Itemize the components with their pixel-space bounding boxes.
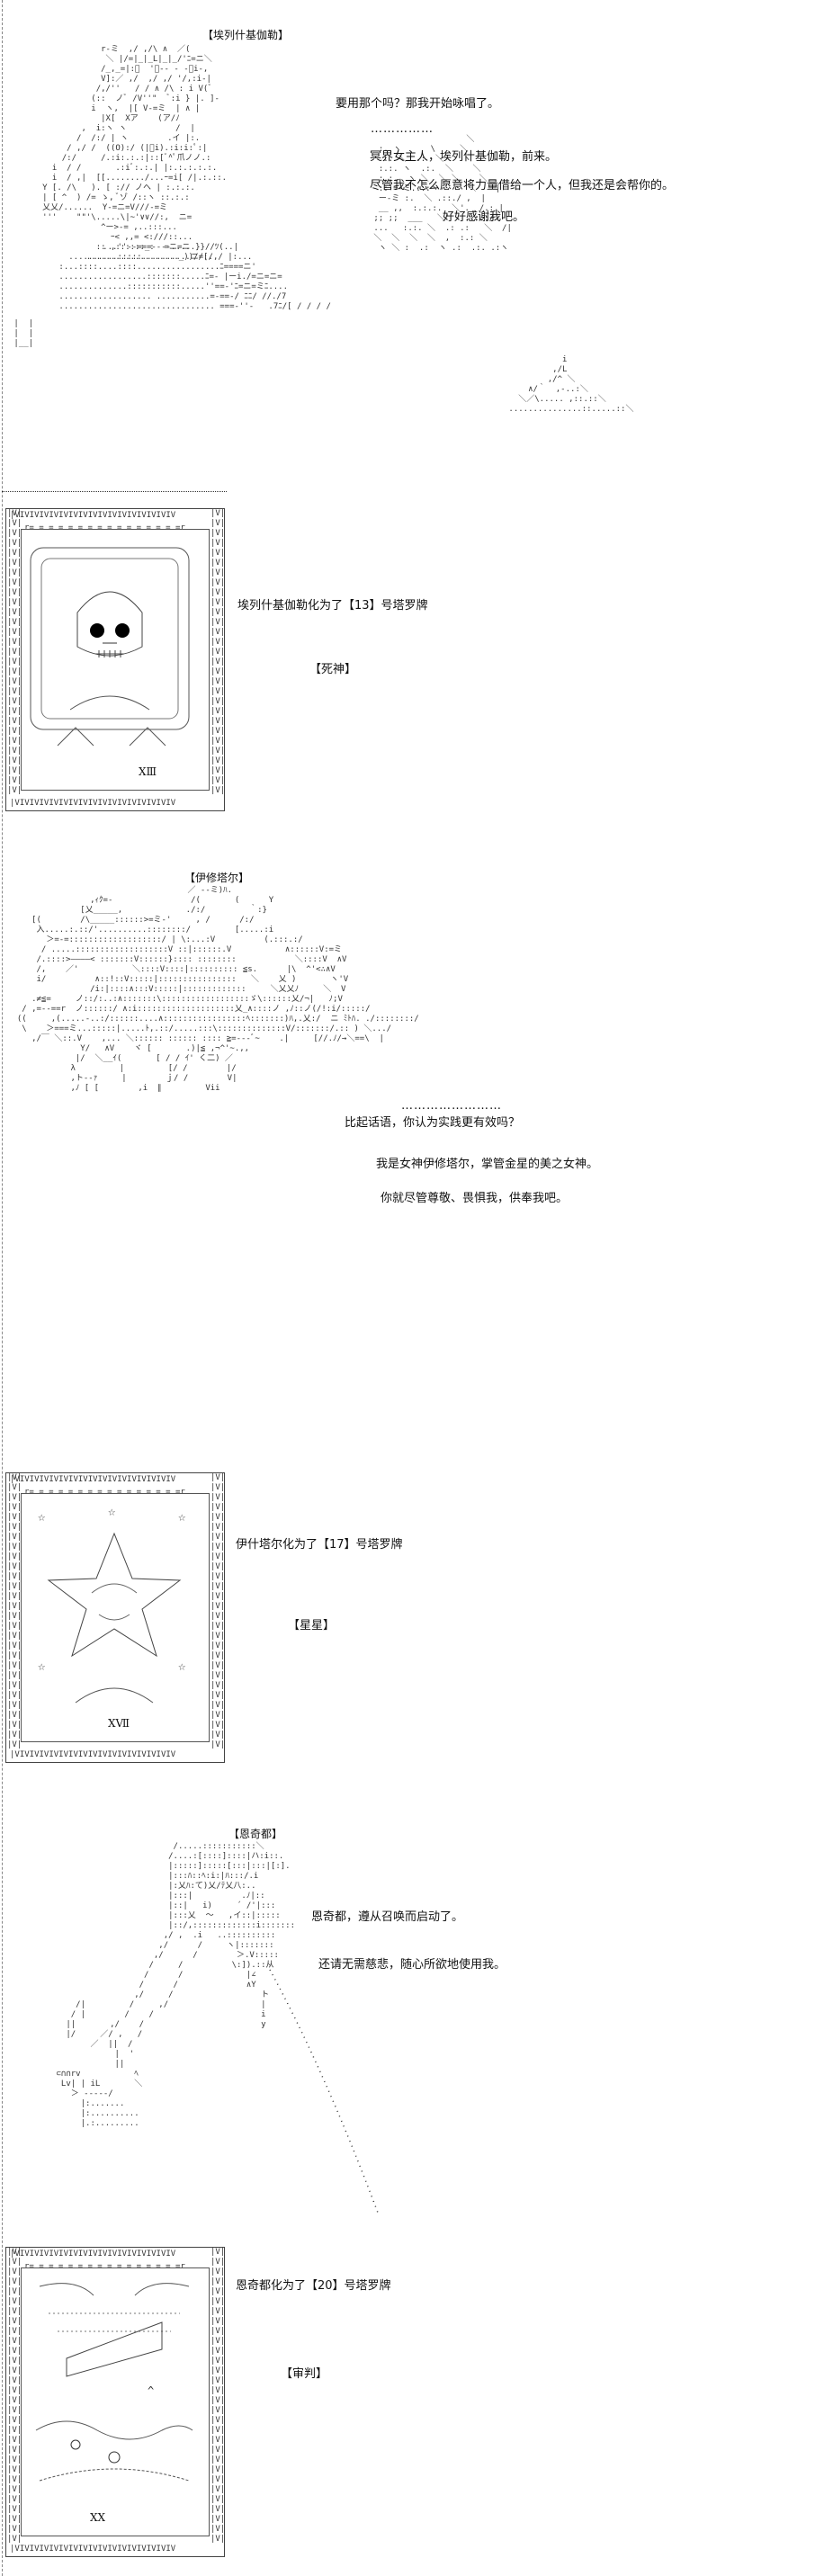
dialogue-line-4: 好好感谢我吧。 (443, 210, 525, 224)
svg-text:☆: ☆ (178, 1659, 186, 1674)
dialogue-line-2: 还请无需慈悲，随心所欲地使用我。 (318, 1958, 506, 1972)
card-numeral: ⅩⅦ (108, 1717, 130, 1730)
scene-title: 【埃列什基伽勒】 (202, 29, 290, 41)
svg-text:^: ^ (148, 2384, 154, 2397)
dialogue-line-1: 比起话语，你认为实践更有效吗？ (345, 1116, 521, 1130)
card3-name: 【审判】 (281, 2367, 328, 2381)
dialogue-ellipsis: …………………… (401, 1099, 502, 1113)
card-border-top: |VIVIVIVIVIVIVIVIVIVIVIVIVIVIVIVIV (10, 1475, 176, 1484)
svg-text:☆: ☆ (108, 1505, 116, 1519)
card-border-bottom: |VIVIVIVIVIVIVIVIVIVIVIVIVIVIVIVIV (10, 1750, 176, 1759)
scene-title: 【伊修塔尔】 (184, 872, 250, 884)
dialogue-line-2: 冥界女主人，埃列什基伽勒，前来。 (370, 150, 558, 164)
card-border-bottom: |VIVIVIVIVIVIVIVIVIVIVIVIVIVIVIVIV (10, 2545, 176, 2554)
page-left-rule (2, 0, 4, 2576)
card-frame-top: r= = = = = = = = = = = = = = = =r (24, 1488, 185, 1497)
card-border-bottom: |VIVIVIVIVIVIVIVIVIVIVIVIVIVIVIVIV (10, 799, 176, 808)
card-border-top: |VIVIVIVIVIVIVIVIVIVIVIVIVIVIVIVIV (10, 511, 176, 520)
ascii-art-ereshkigal: r‐ミ ,/ ,/\ ∧ ／( ＼ |/=|_|_L|_|_/'ﾆ=ニ＼ /_,… (42, 45, 228, 262)
ascii-art-pillars: | | | | |__| (13, 319, 34, 348)
card2-name: 【星星】 (288, 1619, 336, 1632)
svg-text:☆: ☆ (38, 1510, 46, 1525)
card-numeral: ⅩⅩ (90, 2511, 106, 2524)
card-border-left: |V| |V| |V| |V| |V| |V| |V| |V| |V| |V| … (7, 2248, 20, 2544)
ascii-art-mountain: i ,/L ,/^ ＼ ∧/｀ ,-..:＼ ＼／\..... ,::.::＼ … (508, 355, 634, 414)
card3-caption: 恩奇都化为了【20】号塔罗牌 (236, 2279, 391, 2293)
card-art-frame: ^ ⅩⅩ (21, 2267, 210, 2536)
dialogue-line-2: 我是女神伊修塔尔，掌管金星的美之女神。 (376, 1158, 599, 1171)
card-border-right: |V| |V| |V| |V| |V| |V| |V| |V| |V| |V| … (210, 509, 223, 795)
card-border-left: |V| |V| |V| |V| |V| |V| |V| |V| |V| |V| … (7, 509, 20, 795)
card-border-left: |V| |V| |V| |V| |V| |V| |V| |V| |V| |V| … (7, 1473, 20, 1749)
dialogue-line-1: 要用那个吗？那我开始咏唱了。 (336, 97, 500, 111)
ascii-art-ereshkigal-right: ＼ :. ヽ \ ＼ .:. ＼ .: ＼ ヽ :.:. ヽ .:. ＼ ＼ :… (373, 135, 512, 253)
card-frame-top: r= = = = = = = = = = = = = = = =r (24, 2262, 185, 2271)
dialogue-ellipsis: …………… (371, 122, 434, 136)
card-numeral: ⅩⅢ (139, 765, 157, 778)
card-border-top: |VIVIVIVIVIVIVIVIVIVIVIVIVIVIVIVIV (10, 2250, 176, 2258)
skull-art (30, 547, 190, 747)
card-border-right: |V| |V| |V| |V| |V| |V| |V| |V| |V| |V| … (210, 2248, 223, 2544)
dialogue-line-3: 你就尽管尊敬、畏惧我，供奉我吧。 (381, 1192, 569, 1205)
section-divider (2, 491, 227, 492)
svg-text:☆: ☆ (38, 1659, 46, 1674)
dialogue-line-1: 恩奇都，遵从召唤而启动了。 (311, 1910, 464, 1924)
card1-name: 【死神】 (309, 663, 357, 676)
tarot-card-judgement: |V| |V| |V| |V| |V| |V| |V| |V| |V| |V| … (5, 2247, 225, 2557)
card1-caption: 埃列什基伽勒化为了【13】号塔罗牌 (237, 599, 428, 613)
svg-text:☆: ☆ (178, 1510, 186, 1525)
judgement-art: ^ (35, 2283, 193, 2482)
dialogue-line-3: 尽管我不怎么愿意将力量借给一个人，但我还是会帮你的。 (370, 179, 675, 192)
card-frame-top: r= = = = = = = = = = = = = = = =r (24, 523, 185, 532)
ascii-art-enkidu: /.....:::::::::::＼ /....:[::::]::::|ハ:i:… (56, 1842, 296, 2128)
card-border-right: |V| |V| |V| |V| |V| |V| |V| |V| |V| |V| … (210, 1473, 223, 1749)
card-art-frame: ☆ ☆ ☆ ☆ ☆ ⅩⅦ (21, 1493, 210, 1742)
tarot-card-star: |V| |V| |V| |V| |V| |V| |V| |V| |V| |V| … (5, 1472, 225, 1763)
tarot-card-death: |V| |V| |V| |V| |V| |V| |V| |V| |V| |V| … (5, 508, 225, 811)
ascii-art-ishtar: ／ ‐‐ミ)ﾊ. ,ｨｸ=- /( ( Y [乂_____, ./:/ ｀:} … (16, 886, 419, 1093)
star-art: ☆ ☆ ☆ ☆ ☆ (38, 1505, 186, 1704)
card2-caption: 伊什塔尔化为了【17】号塔罗牌 (236, 1538, 403, 1552)
card-art-frame: ⅩⅢ (21, 529, 210, 791)
ascii-art-ereshkigal-robe: ...''--===----.....}}//ﾂ(..| ..........:… (58, 243, 331, 311)
scene-title: 【恩奇都】 (228, 1828, 283, 1840)
